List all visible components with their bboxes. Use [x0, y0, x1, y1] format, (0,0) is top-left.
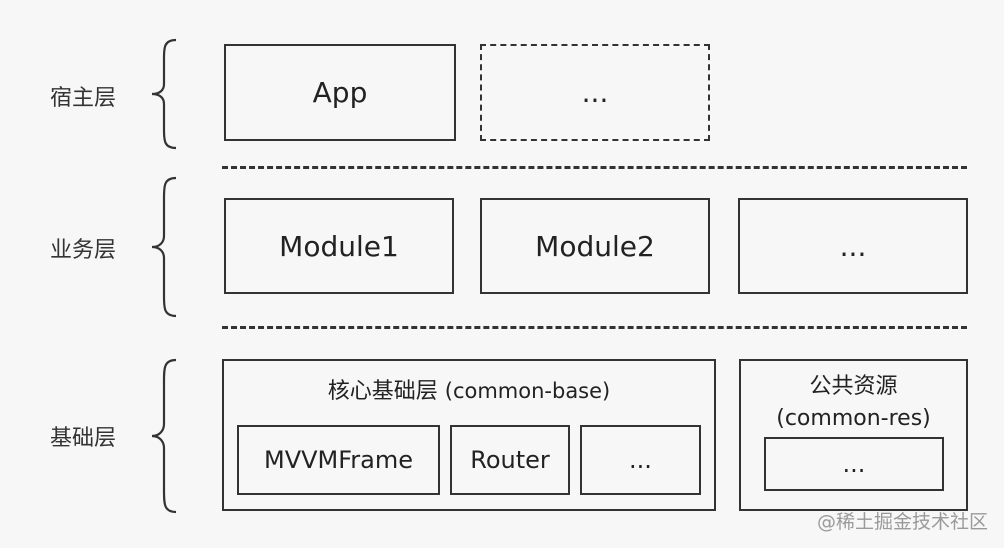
core-more-label: ... — [629, 446, 652, 474]
business-layer-label: 业务层 — [50, 238, 117, 263]
mvvmframe-box: MVVMFrame — [237, 425, 440, 495]
module1-box: Module1 — [224, 198, 454, 294]
common-res-more-label: ... — [842, 450, 866, 478]
app-box: App — [224, 44, 456, 141]
host-layer-brace-icon — [151, 38, 177, 150]
business-layer-brace-icon — [151, 176, 177, 318]
host-more-label: ... — [581, 76, 609, 109]
common-res-title: 公共资源 — [809, 374, 898, 399]
base-layer-brace-icon — [151, 358, 177, 514]
separator-business-base — [222, 326, 967, 329]
router-box: Router — [450, 425, 570, 495]
host-layer-label: 宿主层 — [50, 86, 117, 111]
mvvmframe-label: MVVMFrame — [263, 446, 414, 474]
watermark: @稀土掘金技术社区 — [816, 511, 988, 533]
core-base-title-text: 核心基础层 — [327, 379, 438, 404]
module1-label: Module1 — [279, 229, 399, 263]
core-base-title: 核心基础层 (common-base) — [224, 377, 714, 406]
separator-host-business — [222, 166, 967, 169]
common-res-container: 公共资源 (common-res) — [739, 359, 968, 511]
router-label: Router — [470, 446, 550, 474]
business-more-label: ... — [839, 229, 867, 263]
common-res-more-box: ... — [764, 437, 944, 491]
app-box-label: App — [312, 76, 368, 109]
module2-label: Module2 — [535, 229, 655, 263]
core-base-container: 核心基础层 (common-base) — [222, 359, 716, 511]
business-more-box: ... — [738, 198, 968, 294]
core-more-box: ... — [580, 425, 701, 495]
core-base-subtitle: (common-base) — [444, 379, 611, 403]
module2-box: Module2 — [480, 198, 710, 294]
base-layer-label: 基础层 — [50, 426, 117, 451]
host-more-box: ... — [480, 44, 710, 141]
common-res-subtitle: (common-res) — [776, 406, 931, 431]
